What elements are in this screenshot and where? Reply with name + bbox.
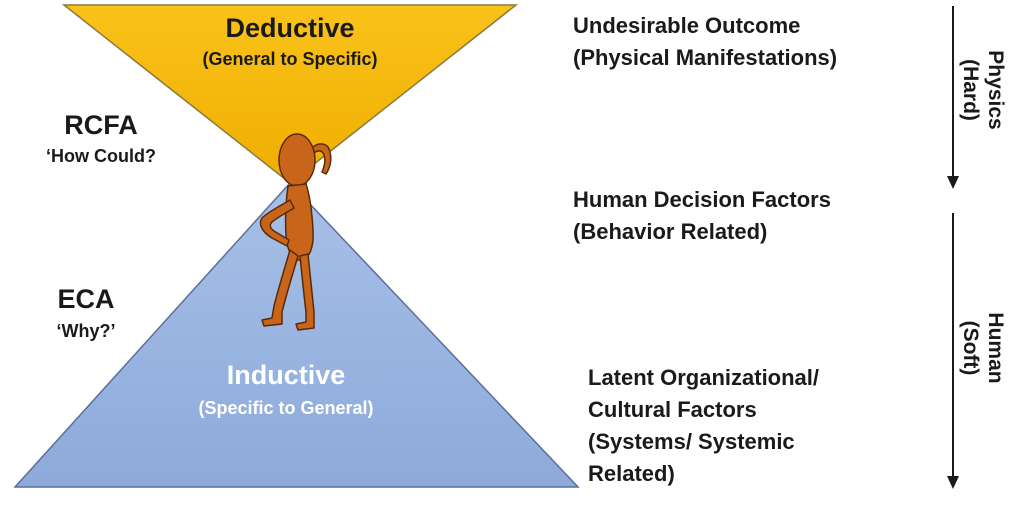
rcfa-title: RCFA [64,110,138,140]
eca-question: ‘Why?’ [56,321,116,341]
physics-axis-label: Physics (Hard) [958,50,1008,129]
physics-line-1: Physics [984,50,1007,130]
rcfa-question: ‘How Could? [46,146,156,166]
latent-line-1: Latent Organizational/ [588,365,820,390]
inductive-subtitle: (Specific to General) [198,398,374,418]
inductive-title: Inductive [226,360,346,390]
human-line-2: (Soft) [959,320,982,376]
latent-line-3: (Systems/ Systemic [588,429,795,454]
latent-line-2: Cultural Factors [588,397,757,422]
latent-line-4: Related) [588,461,675,486]
deductive-triangle [61,4,519,184]
eca-title: ECA [57,284,115,314]
human-line-1: Human [984,312,1007,384]
outcome-line-1: Undesirable Outcome [573,13,801,38]
inductive-triangle [13,181,580,488]
latent-factors-label: Latent Organizational/ Cultural Factors … [588,362,819,490]
physics-line-2: (Hard) [959,59,982,121]
deductive-title: Deductive [225,13,355,43]
thinking-person-icon [259,133,332,331]
physics-arrow [947,6,959,189]
human-decision-label: Human Decision Factors (Behavior Related… [573,184,831,248]
outcome-line-2: (Physical Manifestations) [573,45,838,70]
human-arrow [947,213,959,489]
outcome-label: Undesirable Outcome (Physical Manifestat… [573,10,837,74]
human-axis-label: Human (Soft) [958,312,1008,383]
human-decision-line-1: Human Decision Factors [573,187,831,212]
human-decision-line-2: (Behavior Related) [573,219,768,244]
deductive-subtitle: (General to Specific) [202,49,378,69]
